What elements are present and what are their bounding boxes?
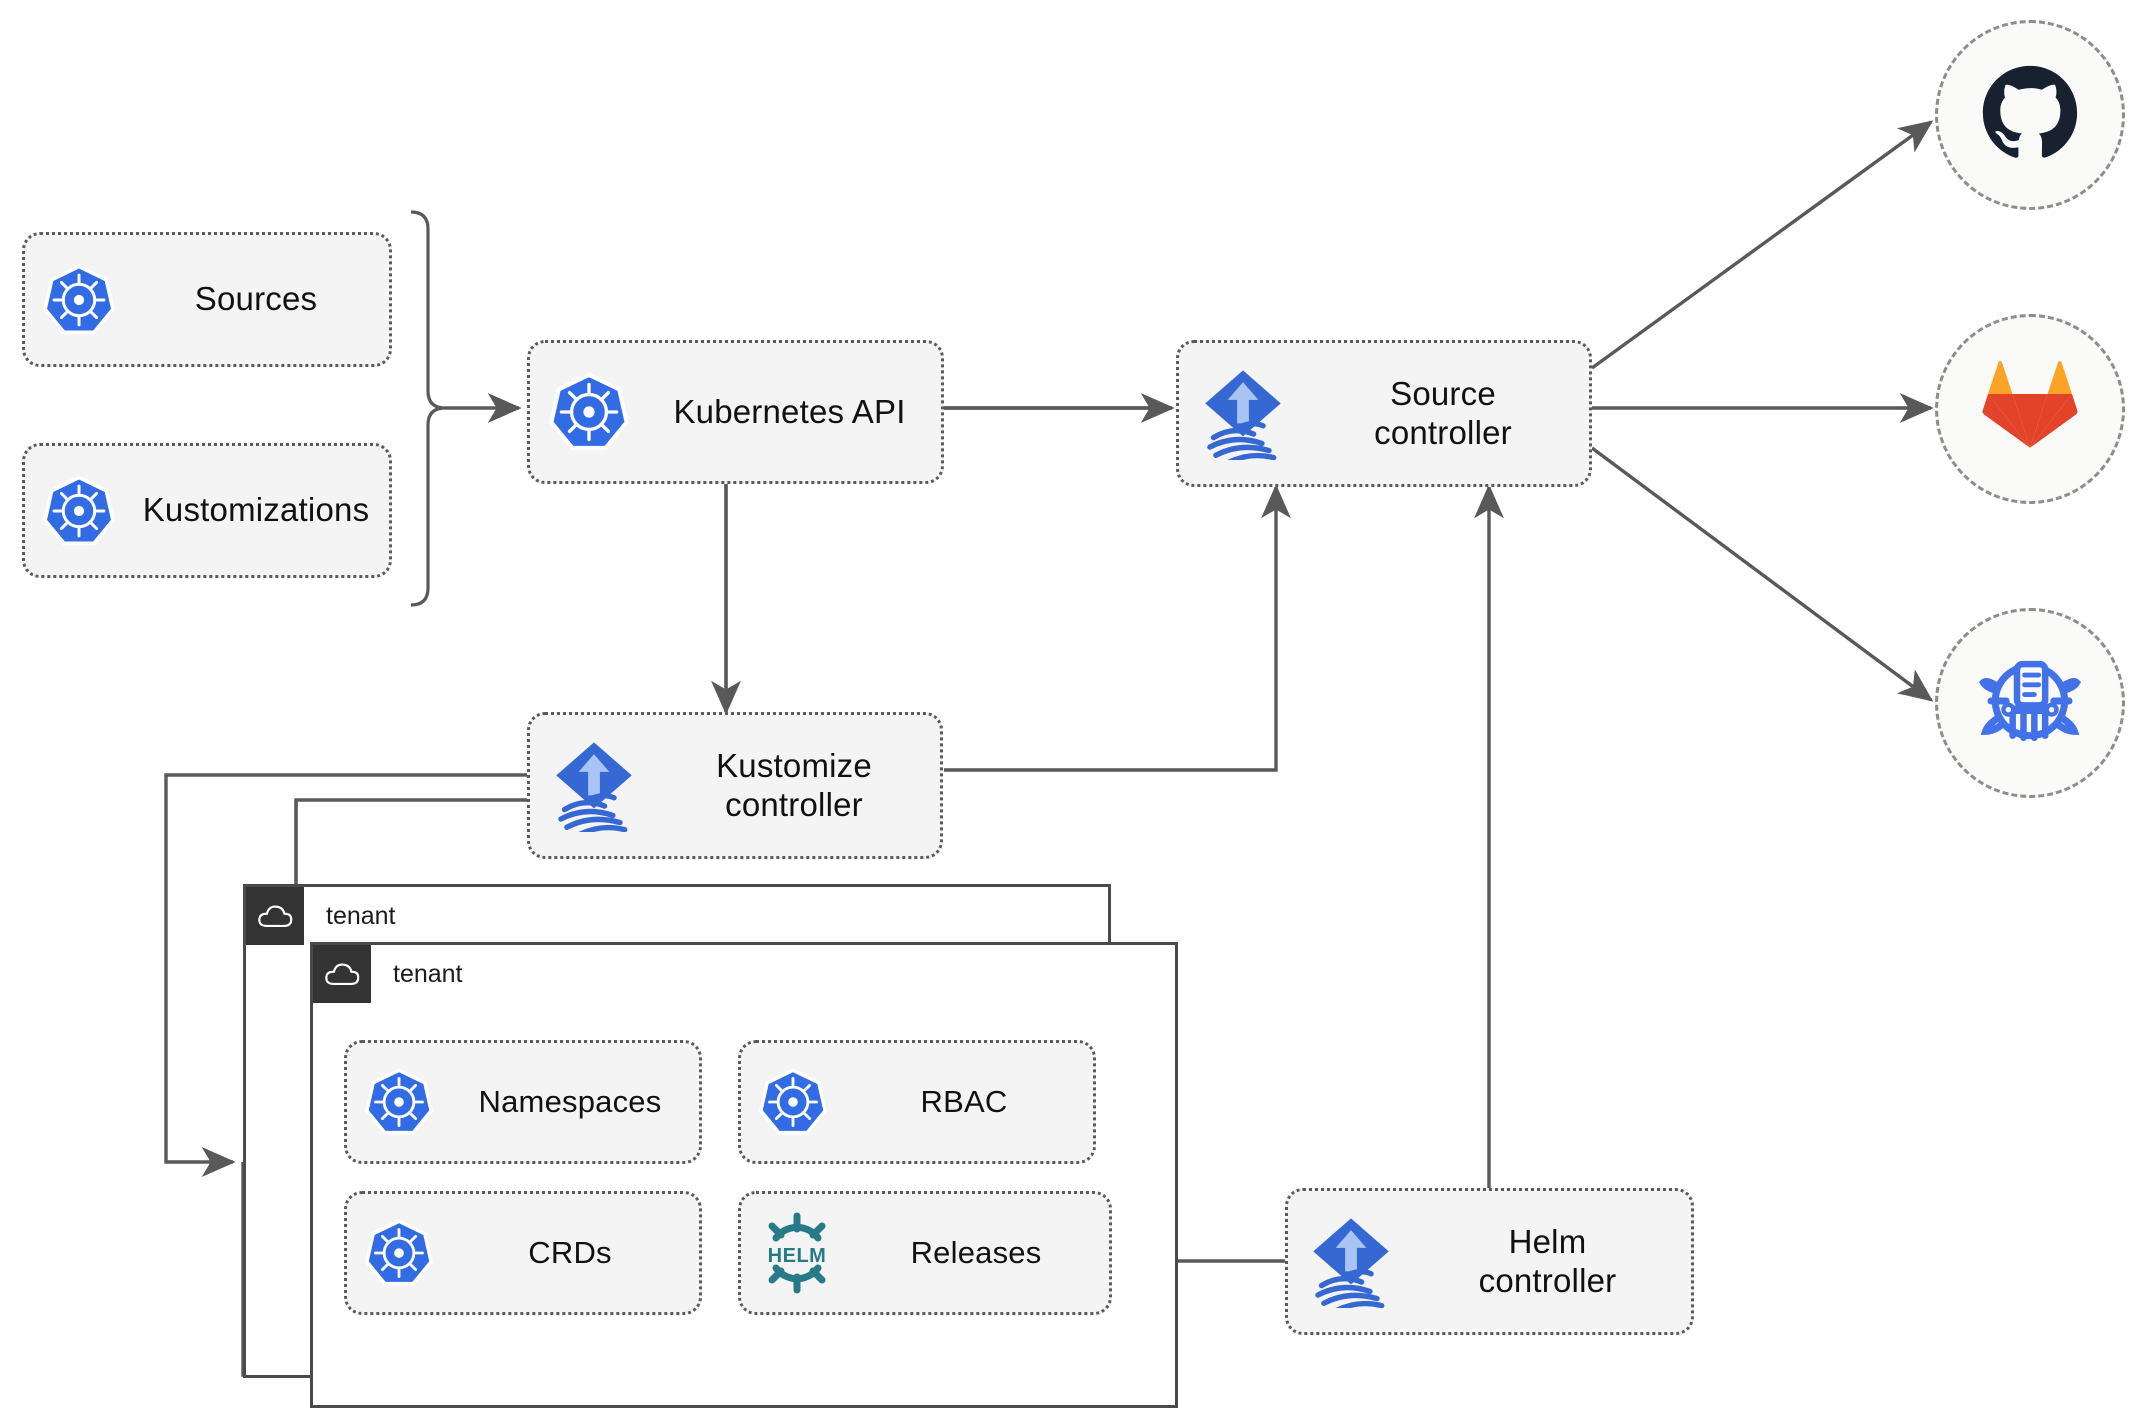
- gitlab-icon: [1982, 360, 2078, 458]
- node-label: Helm controller: [1478, 1222, 1617, 1299]
- github-icon: [1978, 61, 2082, 170]
- kubernetes-icon: [530, 371, 648, 453]
- svg-text:HELM: HELM: [768, 1245, 827, 1267]
- node-label: Source controller: [1374, 374, 1512, 451]
- node-helm-controller[interactable]: Helm controller: [1285, 1188, 1694, 1335]
- kubernetes-icon: [741, 1067, 845, 1137]
- tenant-label: tenant: [393, 959, 463, 988]
- tenant-tab: tenant: [313, 945, 463, 1003]
- helm-icon: HELM: [741, 1212, 853, 1294]
- node-label: RBAC: [920, 1083, 1008, 1119]
- kubernetes-icon: [347, 1218, 451, 1288]
- service-github[interactable]: [1935, 20, 2125, 210]
- node-label: Sources: [194, 280, 318, 318]
- node-label: Kubernetes API: [673, 392, 906, 430]
- brace-sources-group: [410, 210, 446, 607]
- cloud-icon: [246, 887, 304, 945]
- flux-icon: [1288, 1216, 1414, 1308]
- harbor-registry-icon: [1978, 649, 2082, 758]
- arrow-source-to-github: [1591, 120, 1934, 370]
- tenant-tab: tenant: [246, 887, 396, 945]
- kubernetes-icon: [25, 263, 133, 337]
- tenant-label: tenant: [326, 901, 396, 930]
- node-kustomizations[interactable]: Kustomizations: [22, 443, 392, 578]
- kubernetes-icon: [347, 1067, 451, 1137]
- node-label: CRDs: [528, 1234, 612, 1270]
- service-gitlab[interactable]: [1935, 314, 2125, 504]
- flux-icon: [1179, 368, 1307, 460]
- node-rbac[interactable]: RBAC: [738, 1040, 1096, 1164]
- node-kustomize-controller[interactable]: Kustomize controller: [527, 712, 943, 859]
- kubernetes-icon: [25, 474, 133, 548]
- flux-icon: [530, 740, 658, 832]
- service-registry[interactable]: [1935, 608, 2125, 798]
- node-source-controller[interactable]: Source controller: [1176, 340, 1592, 487]
- node-label: Kustomize controller: [716, 746, 872, 823]
- node-sources[interactable]: Sources: [22, 232, 392, 367]
- node-label: Releases: [910, 1234, 1042, 1270]
- tenant-panel-front[interactable]: tenant: [310, 942, 1178, 1408]
- arrow-kustomize-to-source: [944, 484, 1291, 772]
- cloud-icon: [313, 945, 371, 1003]
- node-namespaces[interactable]: Namespaces: [344, 1040, 702, 1164]
- node-label: Kustomizations: [142, 491, 370, 529]
- node-kubernetes-api[interactable]: Kubernetes API: [527, 340, 944, 484]
- node-releases[interactable]: HELM Releases: [738, 1191, 1112, 1315]
- arrow-source-to-registry: [1590, 446, 1934, 702]
- node-label: Namespaces: [478, 1083, 662, 1119]
- node-crds[interactable]: CRDs: [344, 1191, 702, 1315]
